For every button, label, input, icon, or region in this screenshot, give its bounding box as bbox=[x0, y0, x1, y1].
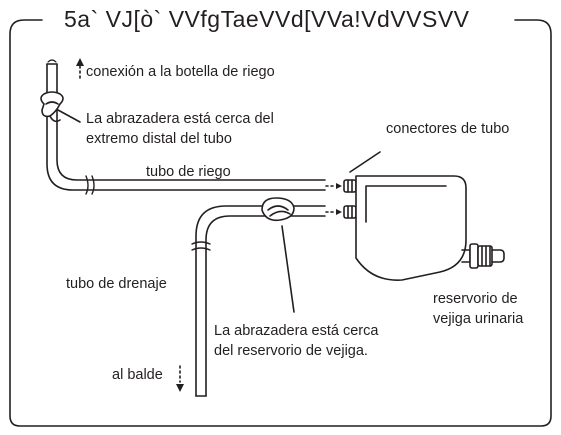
label-clamp-reservoir-1: La abrazadera está cerca bbox=[214, 323, 379, 339]
leader-clamp-distal bbox=[57, 109, 81, 123]
tube-connector-icons bbox=[343, 179, 357, 219]
label-to-bucket: al balde bbox=[112, 367, 163, 383]
clamp-reservoir-icon bbox=[261, 197, 295, 222]
label-irrigation-tube: tubo de riego bbox=[146, 164, 231, 180]
page-title: 5a` VJ[ò` VVfgTaeVVd[VVa!VdVVSVV bbox=[56, 6, 478, 32]
arrow-to-bottle-icon bbox=[76, 58, 84, 79]
connector-arrows bbox=[325, 185, 337, 213]
frame bbox=[9, 19, 552, 427]
label-reservoir-1: reservorio de bbox=[433, 291, 518, 307]
label-clamp-distal-1: La abrazadera está cerca del bbox=[86, 111, 274, 127]
irrigation-tube bbox=[46, 59, 326, 195]
label-tube-connectors: conectores de tubo bbox=[386, 121, 510, 137]
leader-clamp-reservoir bbox=[281, 225, 295, 313]
label-clamp-reservoir-2: del reservorio de vejiga. bbox=[214, 343, 368, 359]
clamp-distal-icon bbox=[40, 91, 64, 123]
label-drainage-tube: tubo de drenaje bbox=[66, 276, 167, 292]
bladder-reservoir-icon bbox=[355, 175, 505, 281]
label-reservoir-2: vejiga urinaria bbox=[433, 311, 524, 327]
label-clamp-distal-2: extremo distal del tubo bbox=[86, 131, 232, 147]
drainage-tube bbox=[191, 205, 326, 397]
leader-connectors bbox=[349, 151, 381, 173]
arrow-to-bucket-icon bbox=[176, 365, 184, 392]
label-connection-to-bottle: conexión a la botella de riego bbox=[86, 64, 275, 80]
